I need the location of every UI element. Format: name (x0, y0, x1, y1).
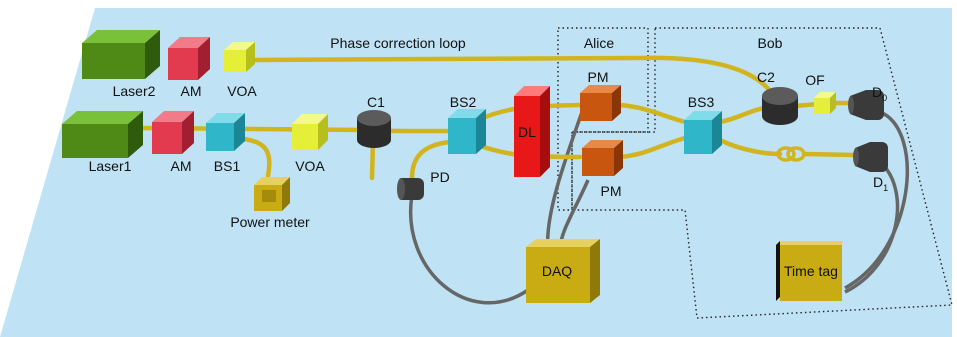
bs3 (684, 111, 722, 154)
voa-top (224, 42, 255, 72)
pm-top (580, 85, 621, 121)
fiber-bs3-c2 (717, 105, 768, 125)
am-bottom (152, 111, 194, 154)
laser1 (62, 111, 143, 158)
c1-circulator (357, 110, 391, 148)
label-bs2: BS2 (450, 94, 477, 110)
label-time-tag: Time tag (784, 263, 838, 279)
fiber-bs3-coil (717, 137, 783, 157)
label-dl: DL (518, 124, 536, 140)
label-d1: D1 (873, 174, 888, 193)
alice-region (557, 27, 649, 211)
am-top (168, 37, 210, 80)
cable-pd-daq (408, 194, 529, 305)
label-voa-top: VOA (227, 83, 257, 99)
photodiode (397, 178, 424, 200)
cable-d0-timetag (844, 110, 909, 290)
cable-pm-top-daq (545, 111, 584, 249)
label-am-top: AM (181, 83, 202, 99)
fiber-pm-upper-bs3 (617, 102, 688, 125)
label-bob: Bob (758, 35, 783, 51)
time-tag (776, 241, 843, 301)
label-daq: DAQ (542, 263, 572, 279)
label-c1: C1 (367, 94, 385, 110)
delay-line (514, 86, 550, 177)
optical-table (0, 8, 952, 337)
daq (526, 239, 600, 303)
label-of: OF (805, 72, 824, 88)
fiber-bs2-pd (409, 139, 453, 181)
detector-d1 (853, 142, 888, 172)
label-d0: D0 (872, 84, 887, 103)
optical-filter (814, 92, 836, 114)
label-laser1: Laser1 (89, 158, 132, 174)
label-c2: C2 (757, 69, 775, 85)
bs2 (448, 109, 486, 154)
power-meter (254, 177, 290, 211)
fiber-loop (242, 55, 778, 101)
label-group: Phase correction loop Alice Bob Laser2 A… (89, 35, 889, 279)
cable-d1-timetag (844, 160, 900, 294)
laser2 (82, 30, 160, 79)
label-am-bottom: AM (171, 158, 192, 174)
label-voa-bottom: VOA (295, 158, 325, 174)
label-laser2: Laser2 (113, 83, 156, 99)
fiber-pm-lower-bs3 (617, 135, 688, 160)
bs1 (206, 113, 245, 151)
label-pm-top: PM (588, 69, 609, 85)
label-bs3: BS3 (688, 94, 715, 110)
label-alice: Alice (584, 35, 615, 51)
pm-bottom (582, 140, 623, 176)
fiber-delay-coil (776, 146, 806, 162)
voa-bottom (292, 114, 328, 150)
label-bs1: BS1 (214, 158, 241, 174)
detector-d0 (848, 90, 884, 120)
label-pm-bottom: PM (601, 183, 622, 199)
bob-region (571, 27, 953, 319)
cable-group (408, 110, 909, 305)
c2-circulator (762, 87, 798, 125)
fiber-coil-d1 (801, 151, 858, 158)
label-phase-correction-loop: Phase correction loop (330, 35, 466, 51)
label-pd: PD (430, 169, 449, 185)
label-power-meter: Power meter (230, 214, 310, 230)
